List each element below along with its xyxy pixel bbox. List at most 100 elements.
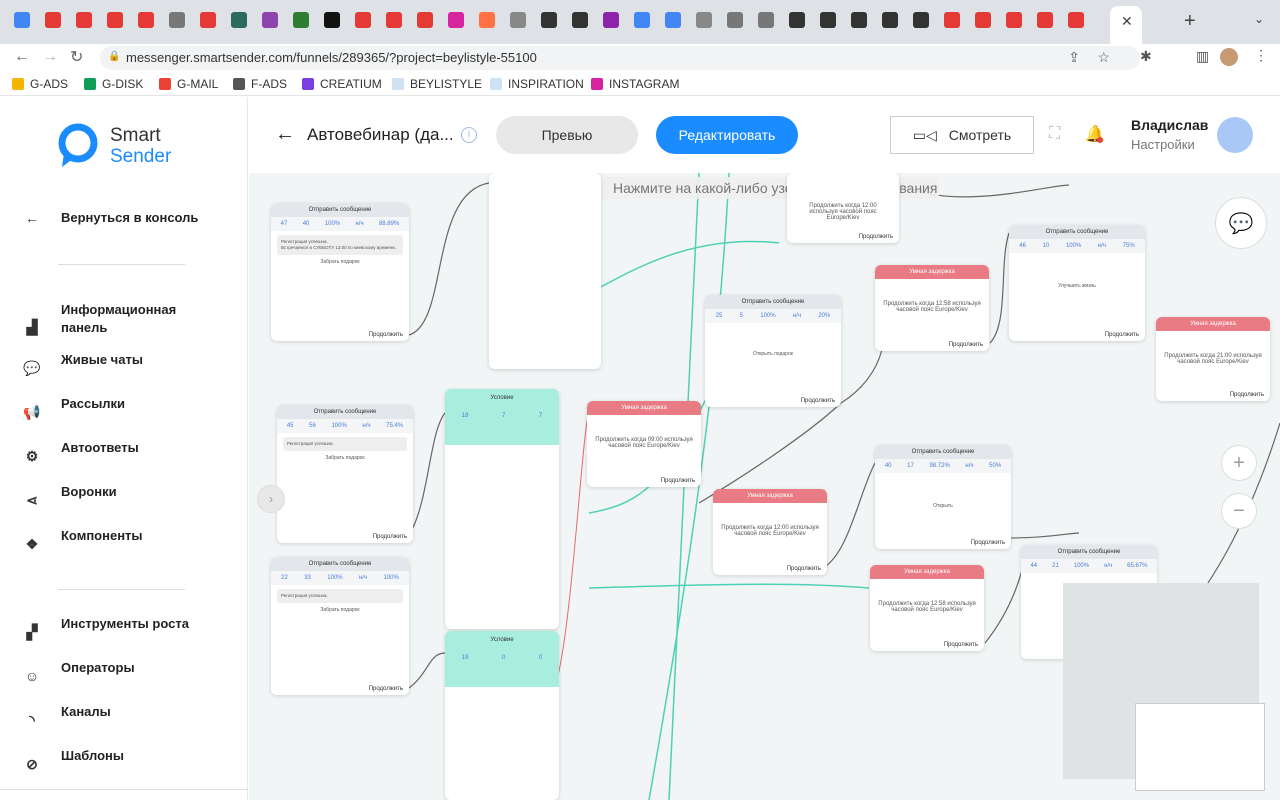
bookmark-inspiration[interactable]: INSPIRATION	[490, 77, 584, 91]
zoom-in-icon[interactable]: +	[1221, 445, 1257, 481]
info-icon[interactable]: i	[461, 127, 477, 143]
open-gift-button[interactable]: Открыть подарок	[753, 351, 793, 357]
tab-favicon[interactable]	[1068, 12, 1084, 28]
tab-favicon[interactable]	[1037, 12, 1053, 28]
new-tab-icon[interactable]: +	[1184, 10, 1196, 32]
tab-favicon[interactable]	[76, 12, 92, 28]
tab-favicon[interactable]	[758, 12, 774, 28]
improve-button[interactable]: Улучшить жизнь	[1058, 283, 1096, 289]
tab-favicon[interactable]	[541, 12, 557, 28]
reload-icon[interactable]: ↻	[70, 49, 84, 66]
tab-favicon[interactable]	[820, 12, 836, 28]
chevron-right-icon[interactable]: ›	[257, 485, 285, 513]
tab-favicon[interactable]	[944, 12, 960, 28]
open-link-button[interactable]: Открыть	[933, 503, 953, 509]
tab-favicon[interactable]	[975, 12, 991, 28]
zoom-out-icon[interactable]: −	[1221, 493, 1257, 529]
sidebar-item-templates[interactable]: ⊘Шаблоны	[22, 748, 124, 773]
tab-favicon[interactable]	[510, 12, 526, 28]
tab-favicon[interactable]	[200, 12, 216, 28]
arrow-left-icon[interactable]: ←	[275, 123, 295, 145]
share-icon[interactable]: ⇪	[1068, 49, 1080, 65]
funnel-canvas[interactable]: Нажмите на какой-либо узел для редактиро…	[249, 173, 1280, 800]
minimap-viewport[interactable]	[1135, 703, 1265, 791]
bookmark-beylistyle[interactable]: BEYLISTYLE	[392, 77, 482, 91]
tab-favicon[interactable]	[138, 12, 154, 28]
tab-favicon[interactable]	[107, 12, 123, 28]
sidebar-item-funnels[interactable]: ⋖Воронки	[22, 484, 116, 509]
bookmark-fads[interactable]: F-ADS	[233, 77, 287, 91]
bookmark-gdisk[interactable]: G-DISK	[84, 77, 143, 91]
tab-favicon[interactable]	[1006, 12, 1022, 28]
delay-node[interactable]: Умная задержка Продолжить когда 09:00 ис…	[587, 401, 701, 487]
tab-favicon[interactable]	[727, 12, 743, 28]
bookmark-creatium[interactable]: CREATIUM	[302, 77, 382, 91]
tab-favicon[interactable]	[417, 12, 433, 28]
condition-node[interactable]	[489, 173, 601, 369]
settings-link[interactable]: Настройки	[1131, 137, 1195, 152]
tab-favicon[interactable]	[479, 12, 495, 28]
tab-favicon[interactable]	[231, 12, 247, 28]
sidebar-item-dashboard[interactable]: ▟Информационная панель	[22, 302, 177, 336]
tab-favicon[interactable]	[324, 12, 340, 28]
tab-favicon[interactable]	[634, 12, 650, 28]
active-tab[interactable]: ✕	[1110, 6, 1142, 44]
sidebar-item-components[interactable]: ❖Компоненты	[22, 528, 143, 553]
delay-node[interactable]: Умная задержка Продолжить когда 12:00 ис…	[713, 489, 827, 575]
preview-button[interactable]: Превью	[496, 116, 638, 154]
tab-favicon[interactable]	[851, 12, 867, 28]
chevron-down-icon[interactable]: ⌄	[1254, 12, 1265, 26]
tab-favicon[interactable]	[572, 12, 588, 28]
tab-favicon[interactable]	[293, 12, 309, 28]
tab-favicon[interactable]	[448, 12, 464, 28]
delay-node[interactable]: Умная задержка Продолжить когда 12:58 ис…	[875, 265, 989, 351]
menu-icon[interactable]: ⋮	[1254, 47, 1268, 63]
sidepanel-icon[interactable]: ▥	[1196, 48, 1210, 64]
sidebar-item-operators[interactable]: ☺Операторы	[22, 660, 135, 684]
forward-icon[interactable]: →	[42, 48, 58, 65]
tab-favicon[interactable]	[789, 12, 805, 28]
delay-node[interactable]: Продолжить когда 12:00 используя часовой…	[787, 173, 899, 243]
sidebar-item-chats[interactable]: 💬Живые чаты	[23, 352, 143, 376]
extension-icon[interactable]: ✱	[1140, 48, 1152, 64]
profile-avatar[interactable]	[1220, 48, 1238, 66]
gift-button[interactable]: Забрать подарок	[320, 259, 360, 265]
tab-favicon[interactable]	[913, 12, 929, 28]
sidebar-item-channels[interactable]: ◝Каналы	[22, 704, 110, 729]
tab-favicon[interactable]	[169, 12, 185, 28]
watch-button[interactable]: ▭◁Смотреть	[890, 116, 1034, 154]
url-field[interactable]: 🔒 messenger.smartsender.com/funnels/2893…	[100, 46, 1140, 70]
tab-favicon[interactable]	[355, 12, 371, 28]
tab-favicon[interactable]	[14, 12, 30, 28]
avatar[interactable]	[1217, 117, 1253, 153]
fullscreen-icon[interactable]: ⛶	[1049, 125, 1061, 142]
chat-bubble-icon[interactable]: 💬	[1215, 197, 1267, 249]
bookmark-gmail[interactable]: G-MAIL	[159, 77, 218, 91]
sidebar-item-autoreplies[interactable]: ⚙Автоответы	[22, 440, 139, 465]
bookmark-gads[interactable]: G-ADS	[12, 77, 68, 91]
tab-favicon[interactable]	[665, 12, 681, 28]
minimap[interactable]	[1063, 583, 1265, 791]
tab-favicon[interactable]	[45, 12, 61, 28]
gift-button[interactable]: Забрать подарок	[325, 455, 365, 461]
delay-node[interactable]: Умная задержка Продолжить когда 21:00 ис…	[1156, 317, 1270, 401]
back-to-console[interactable]: ← Вернуться в консоль	[22, 210, 198, 226]
back-icon[interactable]: ←	[14, 48, 30, 65]
delay-node[interactable]: Умная задержка Продолжить когда 12:58 ис…	[870, 565, 984, 651]
bookmark-instagram[interactable]: INSTAGRAM	[591, 77, 679, 91]
tab-favicon[interactable]	[262, 12, 278, 28]
tab-favicon[interactable]	[696, 12, 712, 28]
tab-favicon[interactable]	[603, 12, 619, 28]
close-icon[interactable]: ✕	[1121, 13, 1133, 29]
edit-button[interactable]: Редактировать	[656, 116, 798, 154]
sidebar-item-growth[interactable]: ▞Инструменты роста	[22, 616, 189, 641]
sidebar-item-broadcasts[interactable]: 📢Рассылки	[23, 396, 126, 420]
tab-favicon[interactable]	[882, 12, 898, 28]
gift-button[interactable]: Забрать подарок	[320, 607, 360, 613]
